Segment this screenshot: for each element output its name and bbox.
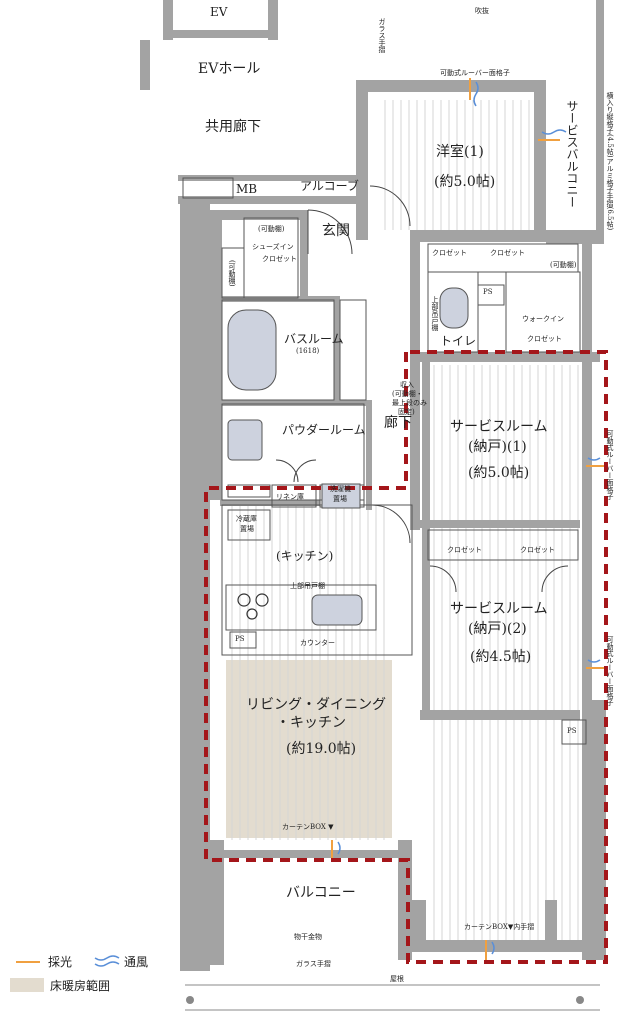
toilet-bowl	[439, 287, 469, 329]
ev-label: EV	[210, 5, 228, 19]
western-room-name: 洋室(1)	[436, 144, 484, 160]
ldk-label-b: ・キッチン	[276, 715, 346, 731]
movable-shelf-shoe: (可動棚)	[258, 225, 285, 233]
service-room1-size: (約5.0帖)	[468, 465, 530, 481]
curtain-box-ldk: カーテンBOX ▼	[282, 823, 334, 831]
ps-kitchen-label: PS	[235, 635, 245, 643]
upper-cupboard-toilet: 上部吊戸棚	[431, 296, 439, 331]
mb-label: MB	[236, 182, 258, 196]
shoe-closet-label-b: クロゼット	[262, 255, 297, 263]
glass-rail-top-label: ガラス手摺	[378, 18, 386, 53]
alcove-label: アルコーブ	[300, 179, 359, 193]
bath-label: バスルーム	[284, 332, 344, 346]
storage-note-a: 収入	[400, 381, 414, 389]
storage-note-b: (可動棚・	[392, 390, 423, 398]
ps-right-label: PS	[567, 727, 577, 735]
fridge-label-b: 置場	[240, 525, 254, 533]
glass-rail-bottom-label: ガラス手摺	[296, 960, 331, 968]
ev-hall-label: EVホール	[198, 61, 261, 77]
louver-right1-label: 可動式ルーバー面格子	[606, 430, 614, 500]
service-balcony-label: サービスバルコニー	[565, 100, 579, 208]
balcony-label: バルコニー	[286, 885, 356, 901]
walkin-label-a: ウォークイン	[522, 315, 564, 323]
fridge-label-a: 冷蔵庫	[236, 515, 257, 523]
hallway-label: 廊下	[384, 415, 412, 431]
closet-label-a: クロゼット	[432, 249, 467, 257]
washbasin	[227, 419, 263, 461]
service-room1-name: サービスルーム	[450, 419, 548, 435]
western-room-size: (約5.0帖)	[434, 174, 496, 190]
ldk-label-a: リビング・ダイニング	[246, 697, 386, 713]
linen-label: リネン庫	[276, 493, 304, 501]
closet-label-c: クロゼット	[447, 546, 482, 554]
legend-wind-label: 通風	[124, 955, 149, 969]
fukinuke-label: 吹抜	[475, 7, 489, 15]
curtain-box-sr: カーテンBOX▼内手摺	[464, 923, 535, 931]
service-room2-sub: (納戸)(2)	[468, 621, 527, 637]
louver-right2-label: 可動式ルーバー面格子	[606, 636, 614, 706]
laundry-pole-label: 物干金物	[294, 933, 322, 941]
kitchen-sink	[311, 594, 363, 626]
genkan-label: 玄関	[322, 223, 350, 239]
walkin-label-b: クロゼット	[527, 335, 562, 343]
closet-label-d: クロゼット	[520, 546, 555, 554]
service-room1-sub: (納戸)(1)	[468, 439, 527, 455]
service-room2-name: サービスルーム	[450, 601, 548, 617]
storage-note-d: 固定)	[398, 408, 415, 416]
bath-size-label: (1618)	[296, 347, 320, 355]
service-room-boundary	[204, 350, 608, 964]
eaves-label: 屋根	[390, 975, 404, 983]
laundry-label-a: 洗濯機	[330, 485, 351, 493]
toilet-label: トイレ	[440, 334, 477, 348]
bathtub	[227, 309, 277, 391]
ps-top-label: PS	[483, 288, 493, 296]
storage-note-c: 最上段のみ	[392, 399, 427, 407]
counter-label: カウンター	[300, 639, 335, 647]
service-room2-size: (約4.5帖)	[470, 649, 532, 665]
laundry-label-b: 置場	[333, 495, 347, 503]
legend-light-label: 採光	[48, 955, 73, 969]
movable-shelf-side: (可動棚)	[228, 260, 236, 287]
shoe-closet-label-a: シューズイン	[252, 243, 294, 251]
stove-icon	[237, 593, 269, 620]
corridor-label: 共用廊下	[205, 119, 261, 135]
powder-room-label: パウダールーム	[282, 423, 366, 437]
closet-label-b: クロゼット	[490, 249, 525, 257]
ldk-size-label: (約19.0帖)	[286, 741, 357, 757]
legend-floor-heating-label: 床暖房範囲	[50, 979, 111, 993]
right-wall-note: 横入り縦格子(4.5帖)アルミ格子手摺(6.5帖)	[606, 92, 614, 231]
louver-top-label: 可動式ルーバー面格子	[440, 69, 510, 77]
floor-heating-area	[226, 660, 392, 838]
movable-shelf-right: (可動棚)	[550, 261, 577, 269]
kitchen-label: (キッチン)	[276, 549, 334, 563]
upper-cupboard-kitchen: 上部吊戸棚	[290, 582, 325, 590]
